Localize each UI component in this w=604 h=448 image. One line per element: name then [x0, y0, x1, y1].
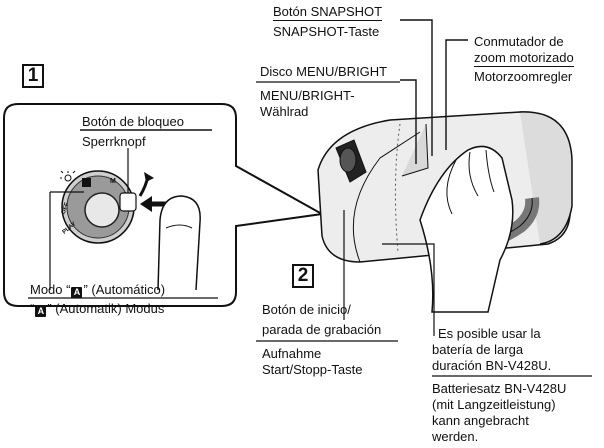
dial-mark-off: OFF [61, 201, 71, 215]
auto-es-suffix: ” (Automático) [83, 282, 166, 297]
zoom-leader [445, 39, 468, 150]
record-label-es-1: Botón de inicio/ [262, 302, 351, 317]
step-1-badge: 1 [22, 64, 44, 88]
record-label-de-2: Start/Stopp-Taste [262, 362, 363, 377]
menu-label-de-1: MENU/BRIGHT- [260, 88, 355, 103]
auto-mode-label-es: Modo “A” (Automático) [30, 282, 165, 298]
menu-label-es: Disco MENU/BRIGHT [260, 64, 388, 79]
battery-label-de-2: (mit Langzeitleistung) [432, 397, 556, 412]
battery-label-es-3: duración BN-V428U. [432, 358, 552, 373]
record-label-es-2: parada de grabación [262, 322, 382, 337]
step-1-number: 1 [27, 65, 39, 86]
auto-mode-label-de: “A” (Automatik) Modus [30, 301, 164, 317]
lock-label-es: Botón de bloqueo [82, 114, 184, 129]
finger-shape [157, 195, 201, 291]
lock-label-de: Sperrknopf [82, 134, 146, 149]
battery-label-de-1: Batteriesatz BN-V428U [432, 381, 567, 396]
light-icon [60, 170, 76, 182]
dial-mark-m: M [110, 178, 116, 185]
auto-es-prefix: Modo “ [30, 282, 71, 297]
battery-label-de-3: kann angebracht [432, 413, 529, 428]
snapshot-label-es: Botón SNAPSHOT [273, 4, 383, 21]
camcorder-illustration [317, 111, 573, 313]
battery-leader [382, 243, 435, 336]
auto-de-suffix: ” (Automatik) Modus [47, 301, 165, 316]
auto-mode-icon: A [71, 287, 83, 298]
battery-label-es-2: batería de larga [432, 342, 524, 357]
zoom-label-de: Motorzoomregler [474, 69, 573, 84]
zoom-label-es-1: Conmutador de [474, 34, 564, 49]
snapshot-label-de: SNAPSHOT-Taste [273, 24, 380, 39]
step-2-number: 2 [297, 265, 309, 286]
auto-mode-icon-de: A [35, 306, 47, 317]
snapshot-leader [400, 19, 433, 156]
battery-label-de-4: werden. [432, 429, 479, 444]
step-2-badge: 2 [292, 264, 314, 288]
lock-button-shape [119, 192, 137, 212]
battery-label-es-1: Es posible usar la [438, 326, 541, 341]
menu-label-de-2: Wählrad [260, 104, 309, 119]
auto-de-prefix: “ [30, 301, 35, 316]
menu-leader [400, 79, 417, 164]
zoom-label-es-2: zoom motorizado [474, 50, 574, 67]
dial-auto-mark [82, 178, 91, 187]
record-label-de-1: Aufnahme [262, 346, 322, 361]
